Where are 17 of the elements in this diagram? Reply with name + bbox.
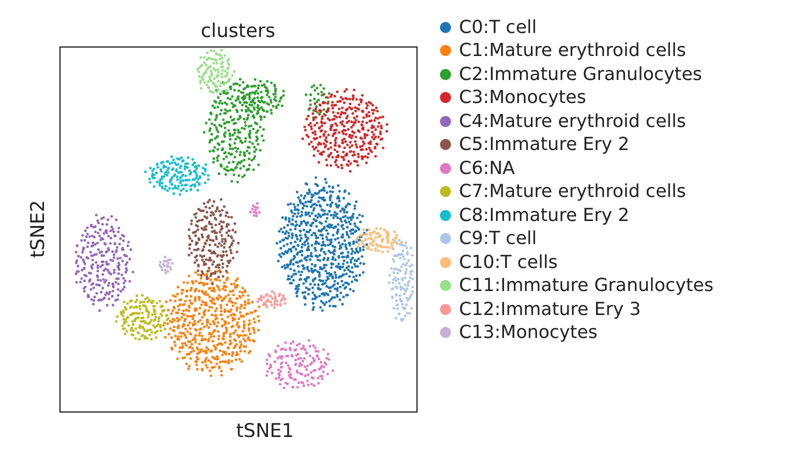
legend-label: C5:Immature Ery 2 xyxy=(459,134,630,155)
legend-label: C2:Immature Granulocytes xyxy=(459,64,702,84)
legend-label: C8:Immature Ery 2 xyxy=(459,204,630,226)
legend-label: C12:Immature Ery 3 xyxy=(459,298,641,320)
legend-label: C9:T cell xyxy=(459,228,537,249)
legend-label: C11:Immature Granulocytes xyxy=(459,275,714,296)
legend-label: C10:T cells xyxy=(459,252,558,272)
axis-label: tSNE1 xyxy=(235,420,295,442)
legend-label: C4:Mature erythroid cells xyxy=(459,110,686,132)
legend-label: C7:Mature erythroid cells xyxy=(459,181,686,202)
legend-label: C6:NA xyxy=(459,158,515,178)
legend-label: C1:Mature erythroid cells xyxy=(459,40,686,61)
legend-label: C3:Monocytes xyxy=(459,87,586,108)
axis-label: tSNE2 xyxy=(26,200,49,258)
legend-label: C13:Monocytes xyxy=(459,322,598,343)
legend-label: C0:T cell xyxy=(459,16,537,38)
chart-title: clusters xyxy=(200,20,276,42)
